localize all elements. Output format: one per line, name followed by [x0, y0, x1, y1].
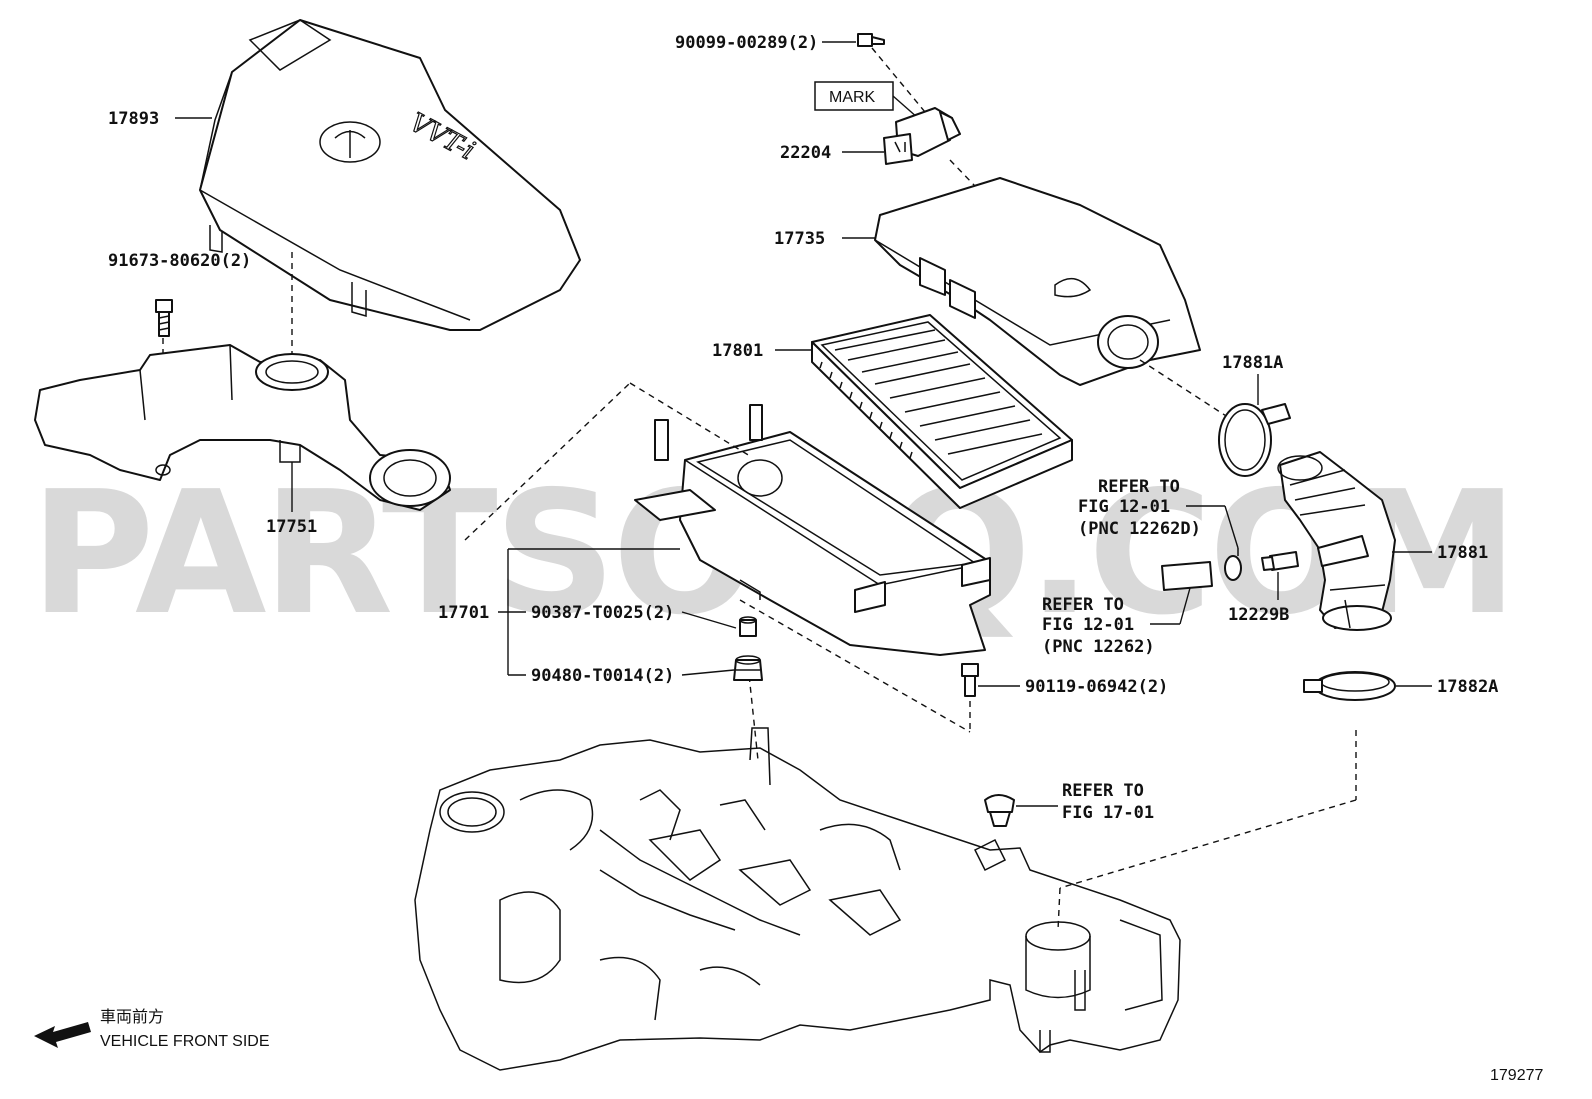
mark-box: MARK	[814, 81, 894, 111]
label-12229b: 12229B	[1228, 605, 1289, 625]
ref1-line2: FIG 12-01	[1078, 497, 1170, 517]
air-inlet-17751[interactable]	[34, 344, 451, 511]
label-90480-t0014: 90480-T0014(2)	[531, 666, 674, 686]
ref3-line1: REFER TO	[1062, 781, 1144, 801]
direction-en: VEHICLE FRONT SIDE	[100, 1033, 270, 1050]
bushing-90387[interactable]	[739, 616, 757, 637]
label-17881a: 17881A	[1222, 353, 1283, 373]
ref2-line2: FIG 12-01	[1042, 615, 1134, 635]
air-cleaner-case-17701[interactable]	[634, 404, 991, 656]
label-17801: 17801	[712, 341, 763, 361]
label-22204: 22204	[780, 143, 831, 163]
ref1-line3: (PNC 12262D)	[1078, 519, 1201, 539]
intake-manifold	[414, 727, 1181, 1071]
label-17701: 17701	[438, 603, 489, 623]
hose-12262[interactable]	[1161, 561, 1213, 591]
hose-clamp-17881a[interactable]	[1218, 403, 1291, 477]
label-17882a: 17882A	[1437, 677, 1498, 697]
svg-text:MARK: MARK	[829, 89, 876, 106]
plug-17-01[interactable]	[984, 794, 1015, 827]
hose-fitting-12229b[interactable]	[1261, 551, 1299, 571]
ref2-line3: (PNC 12262)	[1042, 637, 1155, 657]
air-cleaner-cap-17735[interactable]	[874, 177, 1201, 386]
ref3-line2: FIG 17-01	[1062, 803, 1154, 823]
label-17893: 17893	[108, 109, 159, 129]
vehicle-front-indicator: 車両前方 VEHICLE FRONT SIDE	[34, 1008, 270, 1050]
label-91673-80620: 91673-80620(2)	[108, 251, 251, 271]
bolt-90119[interactable]	[961, 663, 979, 697]
label-17881: 17881	[1437, 543, 1488, 563]
grommet-90480[interactable]	[733, 655, 763, 681]
label-90099-00289: 90099-00289(2)	[675, 33, 818, 53]
hose-clamp-17882a[interactable]	[1303, 671, 1396, 701]
airflow-sensor-22204[interactable]	[883, 107, 961, 165]
air-hose-17881[interactable]	[1277, 451, 1396, 631]
ref2-line1: REFER TO	[1042, 595, 1124, 615]
screw-90099[interactable]	[857, 33, 885, 47]
label-90387-t0025: 90387-T0025(2)	[531, 603, 674, 623]
hose-12262d[interactable]	[1224, 548, 1242, 581]
bolt-91673[interactable]	[155, 299, 173, 337]
label-90119-06942: 90119-06942(2)	[1025, 677, 1168, 697]
filter-element-17801[interactable]	[811, 314, 1073, 509]
label-17735: 17735	[774, 229, 825, 249]
ref1-line1: REFER TO	[1098, 477, 1180, 497]
direction-jp: 車両前方	[100, 1008, 164, 1026]
arrow-left-icon	[34, 1022, 91, 1048]
figure-number: 179277	[1490, 1067, 1543, 1084]
label-17751: 17751	[266, 517, 317, 537]
engine-cover-17893[interactable]: VVT-i	[199, 19, 581, 331]
